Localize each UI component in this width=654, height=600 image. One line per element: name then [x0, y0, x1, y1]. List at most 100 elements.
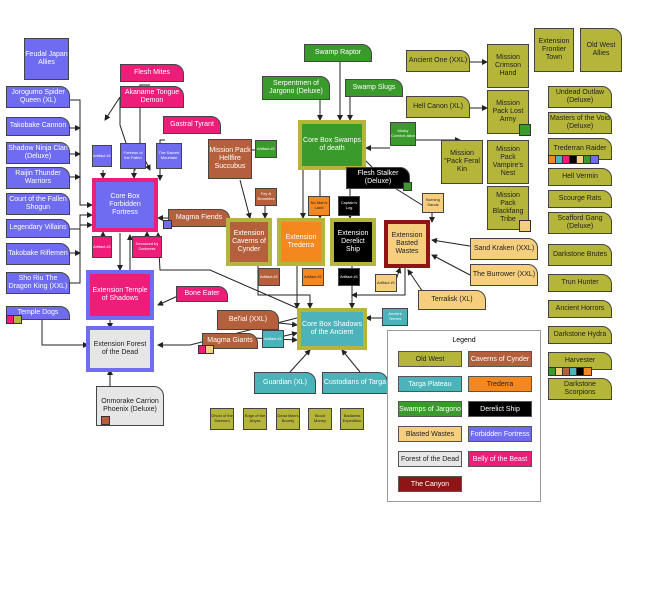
node-label: Takobake Riflemen [8, 249, 68, 257]
node-captains-log[interactable]: Captain's Log [338, 196, 360, 216]
node-label: Mission Pack Blackfang Tribe [492, 191, 524, 224]
node-label: Serpentmen of Jargono (Deluxe) [269, 79, 323, 95]
connector [341, 349, 361, 373]
node-label: Core Box Shadows of the Ancient [302, 320, 362, 336]
node-label: Extension Derelict Ship [337, 229, 369, 254]
node-hell-canon[interactable]: Hell Canon (XL) [406, 96, 470, 118]
connector [351, 265, 406, 298]
node-mission-crimson-hand[interactable]: Mission Crimson Hand [487, 44, 529, 88]
node-no-mans-land[interactable]: No Man's Land [308, 196, 330, 216]
node-ancient-terrors[interactable]: Ancient Terrors [382, 308, 408, 326]
node-dead-mans-bounty[interactable]: Dead Man's Bounty [276, 408, 300, 430]
node-flesh-stalker[interactable]: Flesh Stalker (Deluxe) [346, 167, 410, 189]
node-takobake-cannon[interactable]: Takobake Cannon [6, 117, 70, 136]
node-ext-temple-shadows[interactable]: Extension Temple of Shadows [86, 270, 154, 320]
node-artifact-trederra[interactable]: Artifact #1 [302, 268, 324, 286]
node-ancient-one[interactable]: Ancient One (XXL) [406, 50, 470, 72]
node-fey-brambles[interactable]: Fey & Brambles [255, 188, 277, 206]
node-edge-abyss[interactable]: Edge of the Abyss [243, 408, 267, 430]
node-shadow-ninja[interactable]: Shadow Ninja Clan (Deluxe) [6, 142, 70, 164]
node-ancient-horrors[interactable]: Ancient Horrors [548, 300, 612, 318]
node-serpentmen[interactable]: Serpentmen of Jargono (Deluxe) [262, 76, 330, 100]
node-ext-blasted-wastes[interactable]: Extension Basted Wastes [384, 220, 430, 268]
node-blood-money[interactable]: Blood Money [308, 408, 332, 430]
node-ext-derelict-ship[interactable]: Extension Derelict Ship [330, 218, 376, 266]
node-swamp-slugs[interactable]: Swamp Slugs [345, 79, 403, 97]
node-magma-fiends[interactable]: Magma Fiends [168, 209, 230, 227]
node-label: Captain's Log [340, 200, 358, 210]
node-artifact-hellfire[interactable]: Artifact #1 [255, 140, 277, 158]
node-legendary-villains[interactable]: Legendary Villains [6, 219, 70, 238]
node-bone-eater[interactable]: Bone Eater [176, 286, 228, 302]
node-scafford-gang[interactable]: Scafford Gang (Deluxe) [548, 212, 612, 234]
node-label: Ancient One (XXL) [408, 56, 468, 64]
node-sacred-mountain[interactable]: The Sacred Mountain [156, 143, 182, 169]
node-custodians[interactable]: Custodians of Targa [322, 372, 388, 394]
node-hell-vermin[interactable]: Hell Vermin [548, 168, 612, 186]
node-sho-riu[interactable]: Sho Riu The Dragon King (XXL) [6, 272, 70, 294]
node-artifact-ff-top[interactable]: Artifact #1 [92, 145, 112, 167]
node-magma-giants[interactable]: Magma Giants [202, 333, 258, 349]
node-core-swamps-death[interactable]: Core Box Swamps of death [298, 120, 366, 170]
node-ext-forest-dead[interactable]: Extension Forest of the Dead [86, 326, 154, 372]
node-label: Ghost of the Damned [211, 413, 233, 423]
node-artifact-caverns[interactable]: Artifact #1 [258, 268, 280, 286]
node-flesh-mites[interactable]: Flesh Mites [120, 64, 184, 82]
node-badlands[interactable]: Badlands Expedition [340, 408, 364, 430]
node-label: Temple Dogs [17, 308, 59, 316]
node-terralisk[interactable]: Terralisk (XL) [418, 290, 486, 310]
node-label: Jorogumo Spider Queen (XL) [11, 88, 65, 104]
node-mission-vampire-nest[interactable]: Mission Pack Vampire's Nest [487, 140, 529, 184]
legend-item-targa-plateau: Targa Plateau [398, 376, 462, 392]
node-scourge-rats[interactable]: Scourge Rats [548, 190, 612, 208]
node-label: Artifact #1 [376, 279, 395, 285]
node-gastral-tyrant[interactable]: Gastral Tyrant [163, 116, 221, 134]
node-fortress-fallen[interactable]: Fortress of the Fallen [120, 143, 146, 169]
node-old-west-allies[interactable]: Old West Allies [580, 28, 622, 72]
node-akaname[interactable]: Akaname Tongue Demon [120, 86, 184, 108]
node-trun-hunter[interactable]: Trun Hunter [548, 274, 612, 292]
node-label: Shadow Ninja Clan (Deluxe) [8, 144, 68, 160]
node-label: Extension Temple of Shadows [92, 286, 148, 302]
node-label: Mission Pack Vampire's Nest [492, 145, 524, 178]
node-burning-sands[interactable]: Burning Sands [422, 193, 444, 213]
connector [69, 222, 93, 284]
node-artifact-ff-bottom[interactable]: Artifact #1 [92, 236, 112, 258]
node-undead-outlaw[interactable]: Undead Outlaw (Deluxe) [548, 86, 612, 108]
node-belial[interactable]: Bel'ial (XXL) [217, 310, 279, 330]
node-temple-dogs[interactable]: Temple Dogs [6, 306, 70, 320]
node-core-shadows-ancient[interactable]: Core Box Shadows of the Ancient [297, 308, 367, 350]
node-sand-kraken[interactable]: Sand Kraken (XXL) [470, 238, 538, 260]
node-devoured-darkness[interactable]: Devoured by Darkness [132, 236, 162, 258]
node-feudal-japan-allies[interactable]: Feudal Japan Allies [24, 38, 69, 80]
node-darkstone-brutes[interactable]: Darkstone Brutes [548, 244, 612, 266]
node-raijin[interactable]: Raijin Thunder Warriors [6, 167, 70, 189]
node-ext-frontier-town[interactable]: Extension Frontier Town [534, 28, 574, 72]
node-takobake-riflemen[interactable]: Takobake Riflemen [6, 243, 70, 265]
node-core-forbidden-fortress[interactable]: Core Box Forbidden Fortress [92, 178, 158, 232]
node-jorogumo[interactable]: Jorogumo Spider Queen (XL) [6, 86, 70, 108]
node-mission-hellfire[interactable]: Mission Pack Hellfire Succubus [208, 139, 252, 179]
node-murky-comfort[interactable]: Murky Comfort ation [390, 122, 416, 146]
node-court-fallen[interactable]: Court of the Fallen Shogun [6, 193, 70, 215]
harvester-swatch-6 [583, 367, 592, 376]
node-guardian[interactable]: Guardian (XL) [254, 372, 316, 394]
node-swamp-raptor[interactable]: Swamp Raptor [304, 44, 372, 62]
node-darkstone-scorpions[interactable]: Darkstone Scorpions [548, 378, 612, 400]
node-label: Badlands Expedition [342, 413, 362, 423]
node-artifact-derelict[interactable]: Artifact #1 [338, 268, 360, 286]
blackfang-swatch [519, 220, 531, 232]
node-ext-caverns-cynder[interactable]: Extension Caverns of Cynder [226, 218, 272, 266]
node-mission-feral-kin[interactable]: Mission "Pack Feral Kin [441, 140, 483, 184]
node-artifact-blasted[interactable]: Artifact #1 [375, 274, 397, 292]
node-label: Hell Canon (XL) [413, 102, 463, 110]
node-masters-void[interactable]: Masters of the Void (Deluxe) [548, 112, 612, 134]
node-burrower[interactable]: The Burrower (XXL) [470, 264, 538, 286]
node-ext-trederra[interactable]: Extension Trederra [277, 218, 325, 266]
node-artifact-shadows[interactable]: Artifact #1 [262, 330, 284, 348]
node-label: Artifact #1 [263, 335, 282, 341]
node-ghost-damned[interactable]: Ghost of the Damned [210, 408, 234, 430]
node-label: Extension Frontier Town [538, 37, 570, 62]
node-darkstone-hydra[interactable]: Darkstone Hydra [548, 326, 612, 344]
